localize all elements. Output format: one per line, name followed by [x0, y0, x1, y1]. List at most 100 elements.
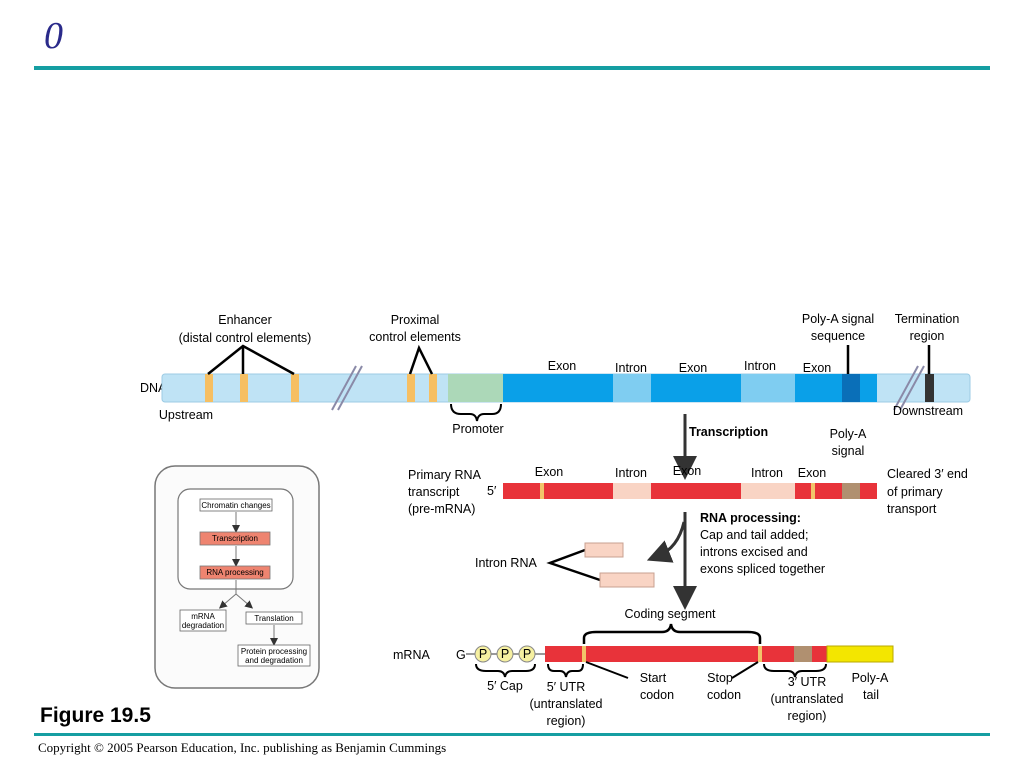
proximal-label: Proximal — [391, 313, 440, 327]
five-cap-label: 5′ Cap — [487, 679, 523, 693]
termination-label: region — [910, 329, 945, 343]
overview-chromatin-text: Chromatin changes — [201, 501, 270, 510]
pre-mrna-polya-signal — [842, 483, 860, 499]
coding-segment-brace — [582, 623, 762, 644]
polya-tail — [826, 645, 894, 663]
polya-signal-seq-label: sequence — [811, 329, 865, 343]
overview-transcription-box — [199, 531, 271, 546]
intron-rna-label: Intron RNA — [475, 556, 537, 570]
five-cap-brace — [475, 663, 536, 678]
dna-segment-label: Exon — [803, 361, 832, 375]
phosphate-label: P — [523, 647, 531, 661]
five-utr-label: region) — [547, 714, 586, 728]
overview-protein-box — [237, 644, 311, 667]
polya-tail-label: Poly-A — [852, 671, 889, 685]
dna-exon — [651, 374, 741, 402]
polya-signal-label: signal — [832, 444, 865, 458]
mrna-polya-signal — [794, 646, 812, 662]
stop-codon-label: codon — [707, 688, 741, 702]
dna-break-mark — [337, 365, 363, 411]
cleared-end-label: transport — [887, 502, 937, 516]
dna-exon — [795, 374, 877, 402]
enhancer-pointer — [207, 344, 295, 376]
stop-codon-pointer — [731, 661, 759, 679]
enhancer-label: (distal control elements) — [179, 331, 312, 345]
pre-mrna-label: (pre-mRNA) — [408, 502, 475, 516]
upstream-label: Upstream — [159, 408, 213, 422]
overview-processing-text: RNA processing — [206, 568, 263, 577]
pre-mrna-marker — [811, 483, 815, 499]
intron-rna-pointer — [546, 548, 601, 582]
cleared-end-label: Cleared 3′ end — [887, 467, 968, 481]
copyright-text: Copyright © 2005 Pearson Education, Inc.… — [38, 740, 447, 755]
termination-block — [925, 374, 934, 402]
bottom-rule — [34, 733, 990, 736]
slide-number: 0 — [44, 15, 63, 57]
overview-degradation-text: degradation — [182, 621, 224, 630]
enhancer-element — [205, 374, 213, 402]
phosphate-icon — [518, 645, 536, 663]
overview-chromatin-box — [199, 498, 273, 512]
proximal-element — [407, 374, 415, 402]
five-utr-brace — [547, 663, 584, 678]
enhancer-element — [240, 374, 248, 402]
dna-break-mark — [893, 365, 919, 411]
mrna-stop-marker — [758, 646, 762, 662]
start-codon-label: codon — [640, 688, 674, 702]
excised-intron — [599, 572, 655, 588]
promoter-brace — [450, 403, 502, 422]
dna-label: DNA — [140, 381, 167, 395]
pre-mrna-strand — [503, 483, 877, 499]
dna-break-mark — [331, 365, 357, 411]
overview-arrow — [235, 593, 254, 609]
overview-degradation-box — [179, 609, 227, 632]
overview-translation-box — [245, 611, 303, 625]
promoter-label: Promoter — [452, 422, 503, 436]
three-utr-label: region) — [788, 709, 827, 723]
pre-mrna-five-prime: 5′ — [487, 484, 497, 498]
downstream-label: Downstream — [893, 404, 963, 418]
phosphate-label: P — [479, 647, 487, 661]
transcription-label: Transcription — [689, 425, 768, 439]
three-utr-brace — [763, 663, 827, 678]
pre-mrna-label: Primary RNA — [408, 468, 482, 482]
overview-protein-text: Protein processing — [241, 647, 307, 656]
proximal-pointer — [408, 344, 434, 375]
three-utr-label: (untranslated — [771, 692, 844, 706]
overview-degradation-text: mRNA — [191, 612, 215, 621]
pre-mrna-segment-label: Intron — [751, 466, 783, 480]
phosphate-icon — [474, 645, 492, 663]
dna-break-mark — [899, 365, 925, 411]
processing-line: introns excised and — [700, 545, 808, 559]
mrna-start-marker — [582, 646, 586, 662]
excised-intron — [584, 542, 624, 558]
five-utr-label: 5′ UTR — [547, 680, 585, 694]
polya-signal-seq-block — [842, 374, 860, 402]
promoter-region — [448, 374, 503, 402]
polya-signal-seq-label: Poly-A signal — [802, 312, 874, 326]
overview-transcription-text: Transcription — [212, 534, 258, 543]
figure-title: Figure 19.5 — [40, 704, 151, 727]
phosphate-icon — [496, 645, 514, 663]
three-utr-label: 3′ UTR — [788, 675, 826, 689]
coding-segment-label: Coding segment — [624, 607, 716, 621]
proximal-label: control elements — [369, 330, 461, 344]
pre-mrna-label: transcript — [408, 485, 460, 499]
phosphate-label: P — [501, 647, 509, 661]
pre-mrna-intron — [741, 483, 795, 499]
polya-signal-label: Poly-A — [830, 427, 867, 441]
proximal-element — [429, 374, 437, 402]
cleared-end-label: of primary — [887, 485, 943, 499]
dna-segment-label: Exon — [679, 361, 708, 375]
dna-segment-label: Intron — [744, 359, 776, 373]
dna-segment-label: Intron — [615, 361, 647, 375]
overview-processing-box — [199, 565, 271, 580]
dna-intron — [613, 374, 651, 402]
start-codon-label: Start — [640, 671, 667, 685]
dna-intron — [741, 374, 795, 402]
polya-tail-label: tail — [863, 688, 879, 702]
mrna-label: mRNA — [393, 648, 430, 662]
pre-mrna-segment-label: Exon — [535, 465, 564, 479]
stop-codon-label: Stop — [707, 671, 733, 685]
